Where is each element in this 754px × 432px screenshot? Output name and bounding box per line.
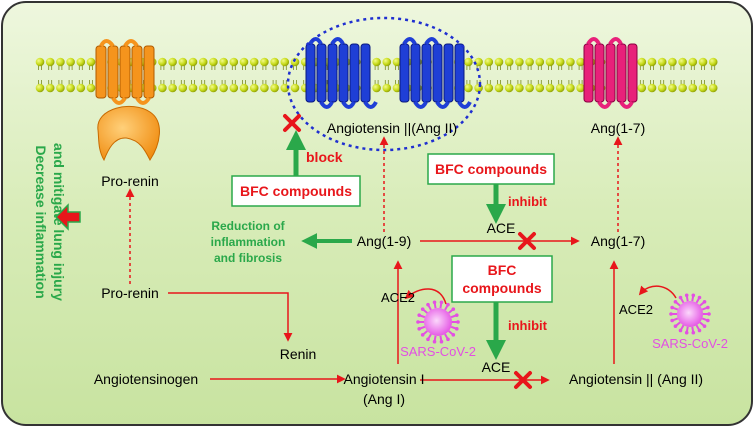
- bfc-block-label: BFC compounds: [240, 183, 352, 199]
- ace-top-x-icon: [518, 232, 536, 250]
- angiotensin-ii-receptor-label: Angiotensin ||(Ang II): [327, 120, 457, 136]
- inhibit-bottom-label: inhibit: [508, 318, 548, 333]
- outcome-arrow-icon: [54, 203, 81, 231]
- ang17-label: Ang(1-7): [591, 233, 645, 249]
- bfc-inhibit-top-box: [427, 153, 555, 185]
- sars-cov-2-virus-right-icon: [669, 293, 711, 335]
- ace2-left-label: ACE2: [381, 290, 415, 305]
- ace-bottom-x-icon: [514, 371, 532, 389]
- block-x-icon: [283, 114, 301, 132]
- at1-receptor-highlight: [286, 16, 482, 152]
- angiotensin-i-line2: (Ang I): [363, 391, 405, 407]
- prorenin-protein: [97, 105, 160, 162]
- angiotensin-i-line1: Angiotensin I: [344, 371, 425, 387]
- block-label: block: [306, 149, 343, 165]
- angiotensinogen-label: Angiotensinogen: [94, 371, 198, 387]
- bfc-inhibit-top-label: BFC compounds: [435, 161, 547, 177]
- bfc-inhibit-bottom-line2: compounds: [462, 280, 542, 296]
- angiotensin-ii-bottom-label: Angiotensin || (Ang II): [569, 371, 703, 387]
- sars-left-label: SARS-CoV-2: [400, 344, 476, 359]
- ang17-receptor-label: Ang(1-7): [591, 120, 645, 136]
- bfc-inhibit-bottom-line1: BFC: [488, 262, 517, 278]
- reduction-line1: Reduction of: [211, 219, 285, 233]
- prorenin-renin-arrow: [168, 292, 293, 342]
- sars-ace2-right-arrow: [638, 285, 677, 299]
- ace2-right-label: ACE2: [619, 302, 653, 317]
- at1-receptor-left: [305, 37, 378, 109]
- sars-right-label: SARS-CoV-2: [652, 336, 728, 351]
- prorenin-bottom-label: Pro-renin: [101, 285, 159, 301]
- sars-cov-2-virus-left-icon: [416, 300, 460, 344]
- renin-label: Renin: [280, 346, 317, 362]
- side-label-line2: and mitigate lung injury: [51, 143, 67, 301]
- reduction-line2: inflammation: [211, 235, 286, 249]
- prorenin-receptor: [95, 39, 155, 105]
- at1-receptor-right: [399, 37, 472, 109]
- bfc-inhibit-bottom-box: [451, 255, 553, 303]
- side-label-line1: Decrease inflammation: [33, 145, 49, 298]
- ace-bottom-label: ACE: [482, 359, 511, 375]
- sars-ace2-left-arrow: [404, 288, 447, 305]
- ace-top-label: ACE: [487, 220, 516, 236]
- reduction-line3: and fibrosis: [214, 251, 282, 265]
- prorenin-top-label: Pro-renin: [101, 173, 159, 189]
- bfc-block-box: [231, 175, 361, 207]
- side-label: Decrease inflammation and mitigate lung …: [33, 143, 67, 301]
- ang19-label: Ang(1-9): [357, 233, 411, 249]
- mas-receptor: [583, 37, 638, 109]
- inhibit-top-label: inhibit: [508, 194, 548, 209]
